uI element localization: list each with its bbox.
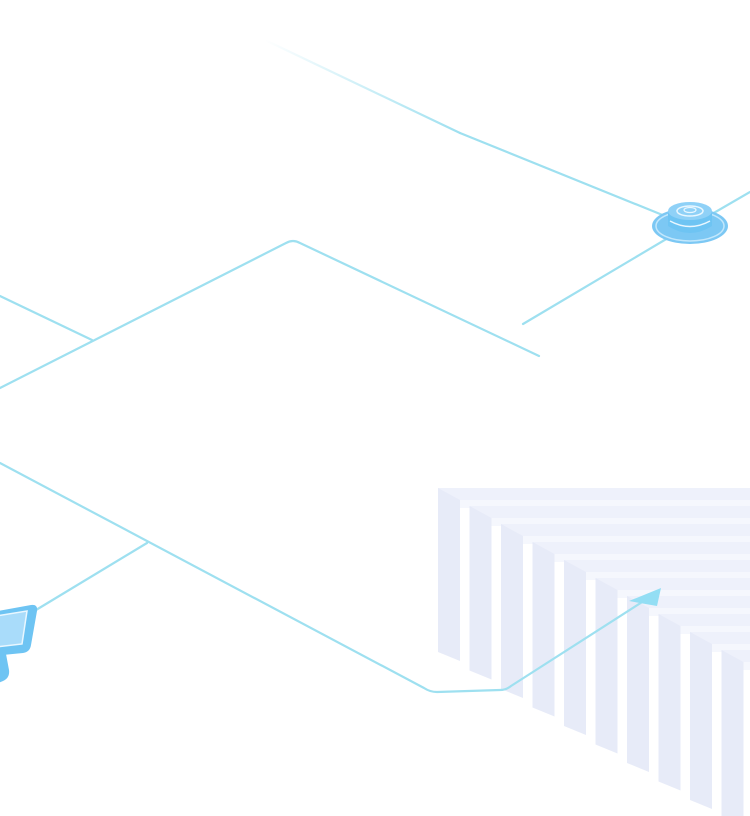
line-left-upper [0,294,94,342]
coin-stack-icon [652,202,728,244]
line-coin-right [710,190,750,216]
stair-step-top [564,560,750,572]
stair-step-side [469,506,492,680]
stair-step-side [564,560,586,735]
arrow-head-icon [629,588,661,606]
stair-step-front [712,644,750,652]
line-coin-down [521,236,670,326]
stair-step-side [658,614,681,791]
stair-step-top [658,614,750,626]
stair-step-front [554,554,750,562]
line-top-fade [263,38,462,135]
stair-step-front [649,608,750,616]
stair-step-side [438,488,460,661]
connector-lines [0,38,750,694]
stair-step-top [501,524,750,536]
stair-step-side [627,596,649,772]
stair-step-front [743,662,750,670]
stair-step-front [680,626,750,634]
stair-step-front [523,536,750,544]
stair-step-front [586,572,750,580]
stair-step-side [690,632,712,809]
stair-step-top [438,488,750,500]
line-monitor [34,541,149,612]
stair-step-top [532,542,750,554]
stair-steps-decoration [438,488,750,816]
stair-step-top [721,650,750,662]
monitor-icon [0,604,38,683]
line-top-to-coin [458,131,667,218]
stair-step-front [460,500,750,508]
stair-step-top [595,578,750,590]
stair-step-front [617,590,750,598]
stair-step-side [532,542,555,717]
stair-step-side [721,650,744,816]
stair-step-top [690,632,750,644]
stair-step-front [491,518,750,526]
line-lower-route [0,461,652,694]
stair-step-side [501,524,523,698]
stair-step-top [469,506,750,518]
line-peak [0,239,541,390]
stair-step-side [595,578,618,754]
